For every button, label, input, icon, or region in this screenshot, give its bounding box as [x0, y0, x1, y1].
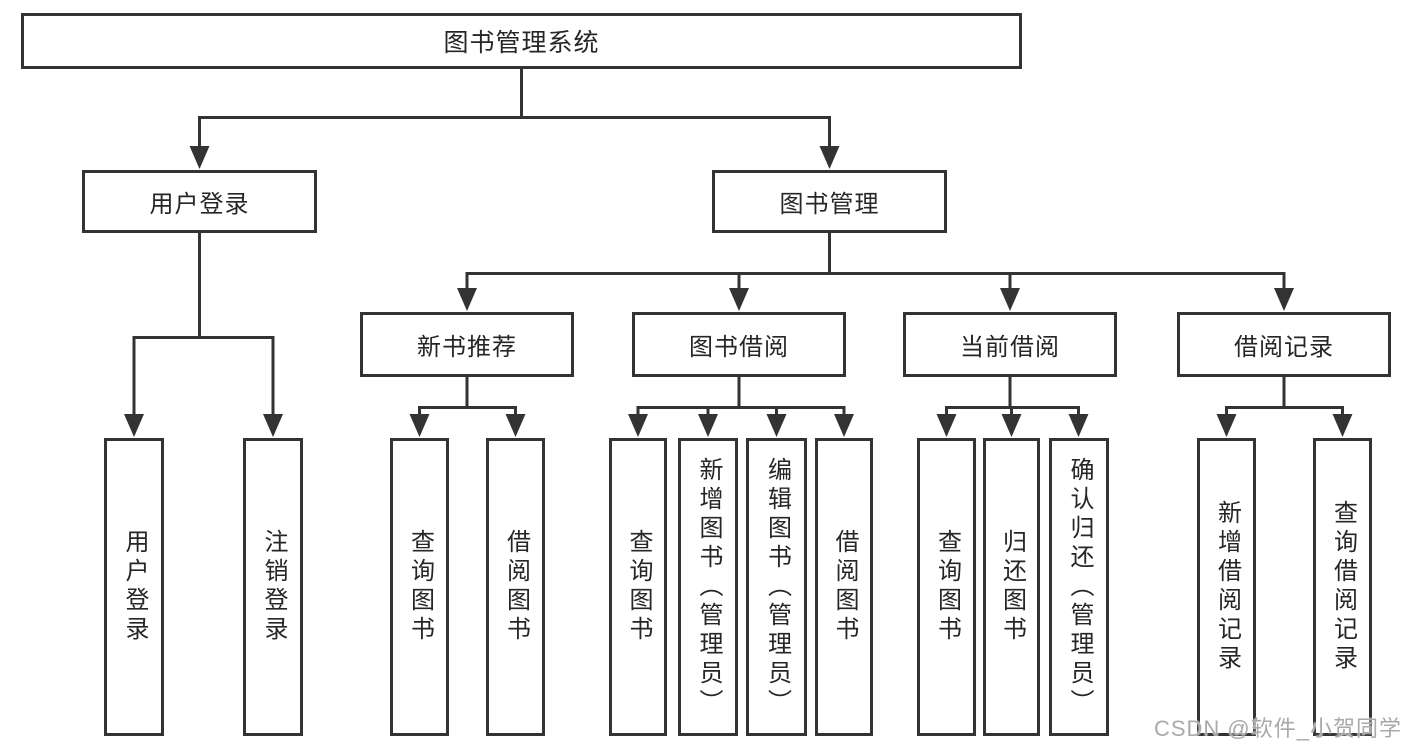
arrowhead-icon [729, 288, 749, 311]
arrowhead-icon [409, 414, 430, 437]
arrowhead-icon [1000, 288, 1020, 311]
leaf-current-return-books-label: 归还图书 [998, 529, 1026, 645]
watermark: CSDN @软件_小贺同学 [1153, 716, 1402, 741]
leaf-borrow-query-books-label: 查询图书 [625, 529, 652, 645]
connector-root-to-level2 [189, 69, 840, 169]
arrowhead-icon [1216, 414, 1237, 437]
arrowhead-icon [766, 414, 787, 437]
leaf-current-query-books-label: 查询图书 [933, 529, 961, 645]
node-borrow-records-label: 借阅记录 [1234, 334, 1334, 361]
node-user-login: 用户登录 [82, 170, 317, 233]
arrowhead-icon [936, 414, 957, 437]
leaf-current-return-books: 归还图书 [983, 438, 1040, 736]
leaf-borrow-edit-books-admin-label: 编辑图书（管理员） [763, 456, 791, 718]
leaf-borrow-edit-books-admin: 编辑图书（管理员） [746, 438, 807, 736]
leaf-newbooks-query-books: 查询图书 [390, 438, 449, 736]
leaf-current-query-books: 查询图书 [917, 438, 976, 736]
arrowhead-icon [1001, 414, 1022, 437]
connector-current-borrow-to-leaves [936, 377, 1089, 437]
node-book-borrow: 图书借阅 [632, 312, 846, 377]
leaf-logout: 注销登录 [243, 438, 303, 736]
connector-user-login-to-leaves [124, 233, 283, 437]
arrowhead-icon [124, 414, 144, 437]
node-current-borrow-label: 当前借阅 [960, 334, 1060, 361]
node-user-login-label: 用户登录 [149, 191, 250, 218]
arrowhead-icon [628, 414, 648, 437]
leaf-records-add-record-label: 新增借阅记录 [1213, 500, 1241, 674]
leaf-current-confirm-return-admin-label: 确认归还（管理员） [1066, 456, 1093, 718]
leaf-user-login-label: 用户登录 [121, 529, 148, 645]
leaf-newbooks-borrow-books: 借阅图书 [486, 438, 545, 736]
leaf-user-login: 用户登录 [104, 438, 164, 736]
leaf-records-query-record: 查询借阅记录 [1313, 438, 1372, 736]
arrowhead-icon [1332, 414, 1353, 437]
arrowhead-icon [263, 414, 283, 437]
connector-borrow-records-to-leaves [1216, 377, 1353, 437]
connector-book-borrow-to-leaves [628, 377, 854, 437]
leaf-borrow-borrow-books-label: 借阅图书 [831, 529, 858, 645]
leaf-newbooks-borrow-books-label: 借阅图书 [502, 529, 530, 645]
node-root-label: 图书管理系统 [443, 29, 600, 57]
leaf-borrow-borrow-books: 借阅图书 [815, 438, 873, 736]
node-book-management: 图书管理 [712, 170, 947, 233]
node-book-borrow-label: 图书借阅 [689, 334, 789, 361]
leaf-newbooks-query-books-label: 查询图书 [406, 529, 434, 645]
arrowhead-icon [505, 414, 526, 437]
arrowhead-icon [819, 146, 840, 169]
arrowhead-icon [457, 288, 477, 311]
leaf-logout-label: 注销登录 [260, 529, 287, 645]
arrowhead-icon [698, 414, 718, 437]
arrowhead-icon [1068, 414, 1089, 437]
connector-book-management-to-level3 [457, 233, 1294, 311]
leaf-borrow-add-books-admin: 新增图书（管理员） [678, 438, 738, 736]
node-borrow-records: 借阅记录 [1177, 312, 1391, 377]
leaf-current-confirm-return-admin: 确认归还（管理员） [1049, 438, 1109, 736]
node-new-books: 新书推荐 [360, 312, 574, 377]
arrowhead-icon [189, 146, 210, 169]
connector-new-books-to-leaves [409, 377, 526, 437]
arrowhead-icon [1274, 288, 1294, 311]
leaf-borrow-add-books-admin-label: 新增图书（管理员） [695, 456, 722, 718]
node-new-books-label: 新书推荐 [417, 334, 517, 361]
leaf-borrow-query-books: 查询图书 [609, 438, 667, 736]
leaf-records-query-record-label: 查询借阅记录 [1329, 500, 1357, 674]
arrowhead-icon [834, 414, 854, 437]
node-current-borrow: 当前借阅 [903, 312, 1117, 377]
node-root: 图书管理系统 [21, 13, 1022, 69]
node-book-management-label: 图书管理 [779, 191, 880, 218]
leaf-records-add-record: 新增借阅记录 [1197, 438, 1256, 736]
